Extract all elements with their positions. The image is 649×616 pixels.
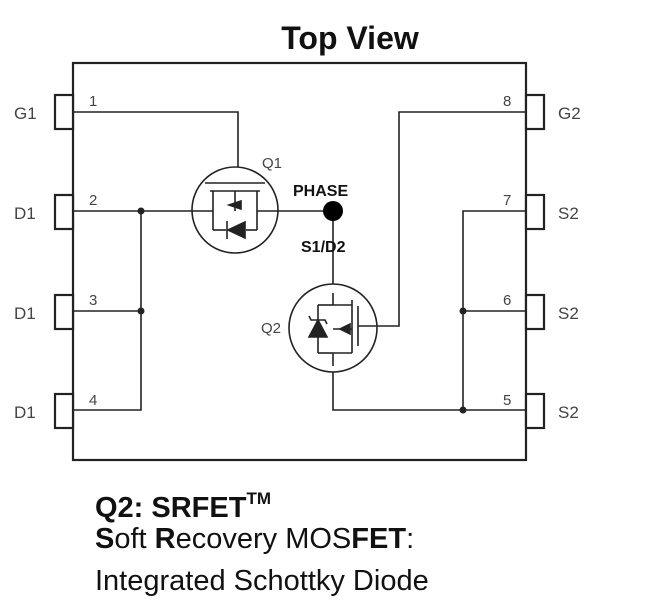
package-body xyxy=(71,61,528,462)
pin-name-6: S2 xyxy=(558,304,579,323)
pin-name-7: S2 xyxy=(558,204,579,223)
pin-tab-7 xyxy=(524,193,546,231)
trademark-mark: TM xyxy=(246,489,272,508)
pin-name-4: D1 xyxy=(14,403,36,422)
junction-dot-s2-6 xyxy=(459,307,467,315)
phase-label: PHASE xyxy=(293,183,348,200)
diagram-title: Top View xyxy=(281,20,419,56)
s1d2-label: S1/D2 xyxy=(301,239,346,256)
caption-line-3: Integrated Schottky Diode xyxy=(95,565,429,597)
trace-d1-bus xyxy=(73,211,142,411)
pin-tab-6 xyxy=(524,293,546,331)
pin-number-2: 2 xyxy=(89,192,97,209)
pin-name-2: D1 xyxy=(14,204,36,223)
q1-label: Q1 xyxy=(262,155,282,172)
trace-q2-source xyxy=(332,366,526,411)
caption-s: S xyxy=(95,523,115,555)
pin-number-6: 6 xyxy=(503,292,511,309)
caption-r: R xyxy=(154,523,176,555)
pin-name-5: S2 xyxy=(558,403,579,422)
pinout-diagram: G1 D1 D1 D1 G2 S2 S2 S2 1 2 3 4 8 7 6 5 … xyxy=(14,61,581,462)
caption-q2-srfet: Q2: SRFET xyxy=(95,492,247,524)
q1-mosfet-symbol xyxy=(191,166,282,254)
caption-oft: oft xyxy=(114,523,155,555)
pin-name-8: G2 xyxy=(558,104,581,123)
pin-tab-1 xyxy=(53,93,75,131)
pin-number-8: 8 xyxy=(503,93,511,110)
caption-ecovery-mos: ecovery MOS xyxy=(175,523,352,555)
pin-name-1: G1 xyxy=(14,104,37,123)
pin-tab-4 xyxy=(53,392,75,430)
phase-node-dot xyxy=(323,201,343,221)
pin-number-5: 5 xyxy=(503,392,511,409)
pin-name-3: D1 xyxy=(14,304,36,323)
q2-mosfet-symbol xyxy=(288,283,378,373)
pin-number-1: 1 xyxy=(89,93,97,110)
caption-colon: : xyxy=(406,523,415,555)
trace-s2-bus xyxy=(462,210,526,410)
pin-tab-8 xyxy=(524,93,546,131)
caption-line-2: Soft Recovery MOSFET: xyxy=(95,520,414,558)
pin-tab-2 xyxy=(53,193,75,231)
pin-number-3: 3 xyxy=(89,292,97,309)
junction-dot-d1-3 xyxy=(137,307,145,315)
pin-number-4: 4 xyxy=(89,392,97,409)
junction-dot-s2-5 xyxy=(459,406,467,414)
pin-number-7: 7 xyxy=(503,192,511,209)
trace-g2 xyxy=(376,111,526,327)
pin-tab-3 xyxy=(53,293,75,331)
junction-dot-d1-2 xyxy=(137,207,145,215)
q2-label: Q2 xyxy=(261,320,281,337)
trace-g1 xyxy=(73,111,239,172)
caption-line-1: Q2: SRFETTM xyxy=(95,480,271,527)
caption-fet: FET xyxy=(351,523,407,555)
pin-tab-5 xyxy=(524,392,546,430)
